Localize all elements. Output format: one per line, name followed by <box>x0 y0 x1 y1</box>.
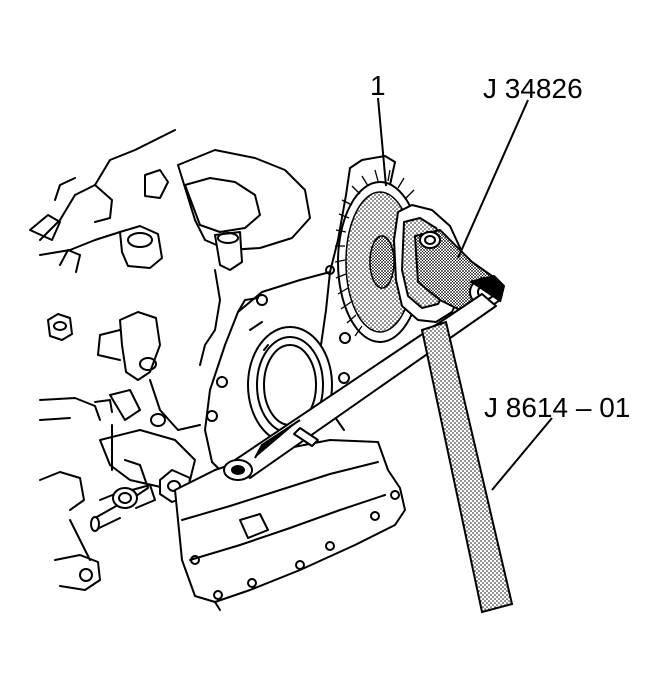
leader-line-j8614 <box>491 417 553 491</box>
engine-block-upper <box>29 129 311 273</box>
engine-block-center <box>97 231 243 503</box>
oil-pan <box>99 439 406 611</box>
j34826-tool <box>393 204 505 323</box>
j8614-handle <box>420 320 514 614</box>
leader-line-j34826 <box>457 99 529 259</box>
callout-j8614-01: J 8614 – 01 <box>484 392 631 423</box>
engine-block-left <box>39 313 113 591</box>
crank-stub <box>90 484 156 532</box>
leader-line-1 <box>377 97 387 187</box>
callout-part-1: 1 <box>370 70 386 101</box>
callout-j34826: J 34826 <box>483 73 583 104</box>
